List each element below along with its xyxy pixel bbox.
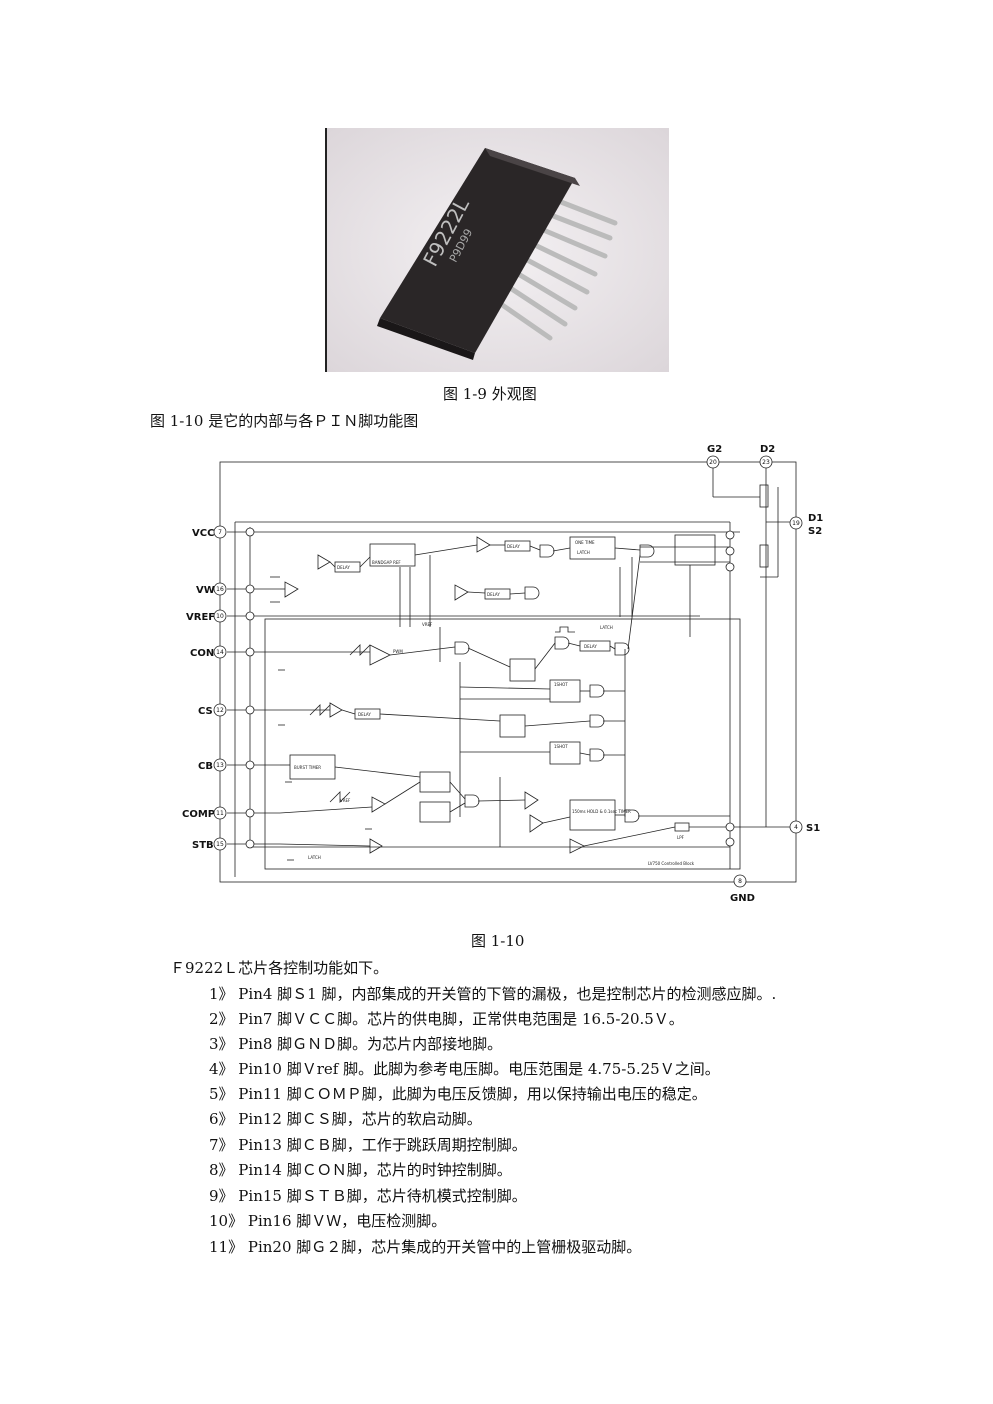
left-pin-con: CON 14 (190, 645, 227, 659)
hold-timer-label: 150ms HOLD & 0.1sec TIMER (572, 809, 631, 814)
left-pin-vref: VREF 10 (186, 609, 227, 623)
burst-timer-label: BURST TIMER (294, 765, 321, 770)
chip-photo: F9222L P9D99 (325, 128, 669, 372)
figure-1-10-caption: 图 1-10 (471, 932, 525, 950)
bottom-pin-gnd: 8 GND (730, 874, 755, 904)
pin-number-19: 19 (792, 520, 800, 527)
controlled-block-label: LV750 Controlled Block (648, 861, 695, 866)
block-diagram: VCC 7 VW 16 VREF 10 CON 14 CS 12 CB 13 C… (182, 444, 823, 904)
oneshot-latch-label: LATCH (577, 550, 590, 555)
lpf-label: LPF (677, 835, 685, 840)
pin-label-d2: D2 (760, 444, 775, 455)
latch-top-label: LATCH (600, 625, 613, 630)
list-item: 9》 Pin15 脚ＳＴＢ脚，芯片待机模式控制脚。 (209, 1187, 527, 1205)
pin-number-11: 11 (216, 810, 224, 817)
list-item: 10》 Pin16 脚ＶＷ，电压检测脚。 (209, 1212, 447, 1230)
vref-node-label: VREF (422, 622, 433, 627)
pin-number-4: 4 (794, 824, 798, 831)
pin-label-cs: CS (198, 706, 213, 717)
pin-label-s2: S2 (808, 526, 822, 537)
pwm-label: PWM (393, 649, 403, 654)
list-item: 8》 Pin14 脚ＣＯＮ脚，芯片的时钟控制脚。 (209, 1161, 512, 1179)
hold-timer-block (569, 799, 616, 831)
left-pin-stb: STB 15 (192, 837, 227, 851)
pin-label-con: CON (190, 648, 214, 659)
lpf-block (674, 822, 690, 832)
photo-left-rule (325, 128, 327, 372)
figure-1-9-caption: 图 1-9 外观图 (443, 385, 537, 403)
pin-number-7: 7 (218, 529, 222, 536)
left-pin-vw: VW 16 (196, 582, 227, 596)
pin-number-15: 15 (216, 841, 224, 848)
latch-bottom-label: LATCH (308, 855, 321, 860)
pin-number-14: 14 (216, 649, 224, 656)
pin-number-23: 23 (762, 459, 770, 466)
pin-number-8: 8 (738, 878, 742, 885)
controlled-block-frame (264, 618, 741, 870)
pin-label-d1: D1 (808, 513, 823, 524)
delay1-label: DELAY (337, 565, 350, 570)
list-item: 1》 Pin4 脚Ｓ1 脚，内部集成的开关管的下管的漏极，也是控制芯片的检测感应… (209, 985, 777, 1003)
top-pin-d2: D2 23 (759, 444, 775, 469)
pin-number-10: 10 (216, 613, 224, 620)
pin-label-comp: COMP (182, 809, 215, 820)
oneshot2-label: 1SHOT (554, 744, 568, 749)
list-item: 11》 Pin20 脚Ｇ２脚，芯片集成的开关管中的上管栅极驱动脚。 (209, 1238, 642, 1256)
list-item: 4》 Pin10 脚Ｖref 脚。此脚为参考电压脚。电压范围是 4.75-5.2… (209, 1060, 720, 1078)
list-item: 3》 Pin8 脚ＧＮＤ脚。为芯片内部接地脚。 (209, 1035, 503, 1053)
pin-label-vref: VREF (186, 612, 215, 623)
left-pin-cs: CS 12 (198, 703, 227, 717)
chip-illustration: F9222L P9D99 (325, 128, 669, 372)
pin-label-gnd: GND (730, 893, 755, 904)
right-pin-s1: 4 S1 (789, 820, 820, 834)
list-item: 7》 Pin13 脚ＣＢ脚，工作于跳跃周期控制脚。 (209, 1136, 527, 1154)
pin-number-16: 16 (216, 586, 224, 593)
list-item: 2》 Pin7 脚ＶＣＣ脚。芯片的供电脚，正常供电范围是 16.5-20.5Ｖ。 (209, 1010, 684, 1028)
right-pin-d1-s2: 19 D1 S2 (789, 513, 823, 537)
intro-text: 图 1-10 是它的内部与各ＰＩＮ脚功能图 (150, 412, 419, 430)
oneshot-label: ONE TIME (575, 540, 595, 545)
pin-label-cb: CB (198, 761, 213, 772)
left-pin-vcc: VCC 7 (192, 525, 227, 539)
list-intro: Ｆ9222Ｌ芯片各控制功能如下。 (170, 959, 389, 977)
pin-number-12: 12 (216, 707, 224, 714)
pin-label-vcc: VCC (192, 528, 214, 539)
vref-comp-label: VREF (340, 798, 351, 803)
delay4-label: DELAY (584, 644, 597, 649)
list-item: 6》 Pin12 脚ＣＳ脚，芯片的软启动脚。 (209, 1110, 482, 1128)
oneshot1-label: 1SHOT (554, 682, 568, 687)
pin-label-vw: VW (196, 585, 215, 596)
left-pin-comp: COMP 11 (182, 806, 227, 820)
list-item: 5》 Pin11 脚ＣＯＭＰ脚，此脚为电压反馈脚，用以保持输出电压的稳定。 (209, 1085, 707, 1103)
pin-label-stb: STB (192, 840, 214, 851)
pin-number-20: 20 (709, 459, 717, 466)
delay2-label: DELAY (507, 544, 520, 549)
top-pin-g2: G2 20 (706, 444, 722, 469)
left-pin-cb: CB 13 (198, 758, 227, 772)
pin-label-g2: G2 (707, 444, 722, 455)
pin-number-13: 13 (216, 762, 224, 769)
delay5-label: DELAY (358, 712, 371, 717)
outer-frame (219, 461, 797, 883)
bandgap-label: BANDGAP REF (372, 560, 401, 565)
delay3-label: DELAY (487, 592, 500, 597)
pin-label-s1: S1 (806, 823, 820, 834)
